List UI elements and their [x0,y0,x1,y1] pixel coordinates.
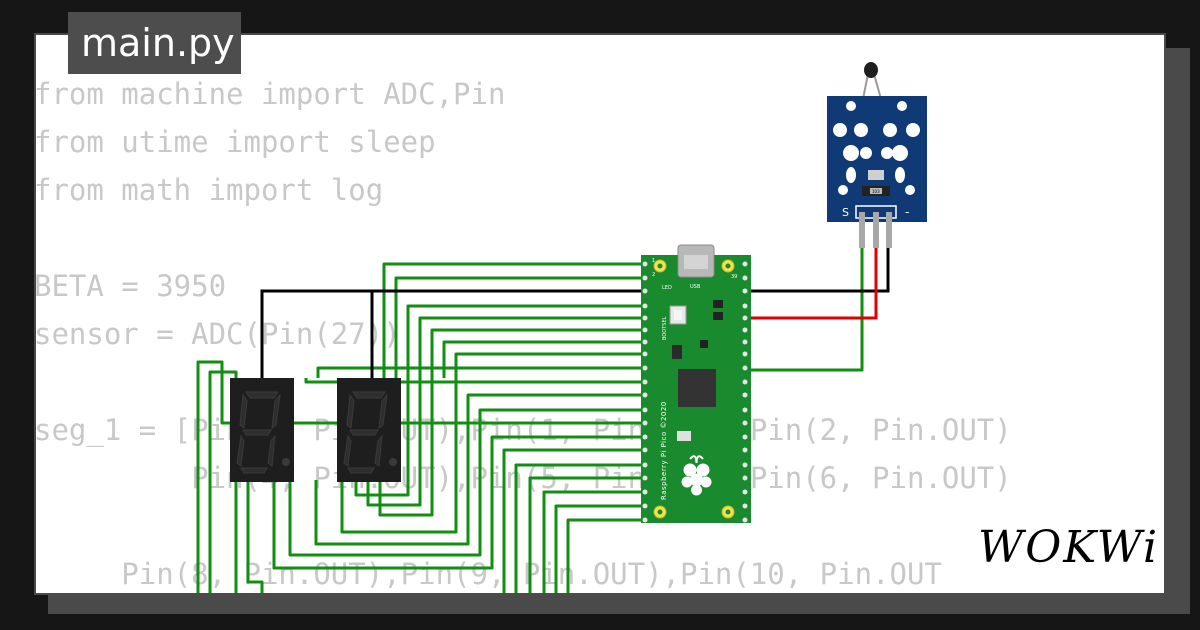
pico-usb-label: USB [690,284,701,290]
sensor-resistor-label: 103 [872,189,880,194]
code-line: from utime import sleep [34,125,436,159]
ntc-temperature-sensor: 103 S - [827,62,927,248]
wire-red [745,240,878,320]
code-line: from machine import ADC,Pin [34,77,506,111]
wokwi-logo: WOKWi [978,522,1160,573]
wires-black [260,240,890,378]
pico-pin-holes [642,261,748,523]
code-line: from math import log [34,173,384,207]
pico-pin2-label: 2 [652,272,655,278]
file-tab[interactable]: main.py [68,12,241,74]
sensor-minus-label: - [905,205,909,219]
pico-pin39-label: 39 [731,274,737,280]
pico-led-label: LED [662,285,672,291]
pico-bootsel-label: BOOTSEL [662,316,668,340]
code-preview: from machine import ADC,Pin from utime im… [34,70,1012,598]
raspberry-logo-icon [681,455,712,496]
pico-pin1-label: 1 [652,258,655,264]
wires-green [196,240,864,593]
sensor-s-label: S [842,206,849,219]
seven-segment-display-2 [337,378,401,482]
code-line: sensor = ADC(Pin(27)) [34,317,401,351]
raspberry-pi-pico: 1 2 39 LED USB BOOTSEL Raspberry Pi Pico… [641,244,751,523]
code-card [34,33,1166,595]
code-line: BETA = 3950 [34,269,227,303]
pico-board-label: Raspberry Pi Pico ©2020 [660,401,668,500]
seven-segment-display-1 [230,378,294,482]
